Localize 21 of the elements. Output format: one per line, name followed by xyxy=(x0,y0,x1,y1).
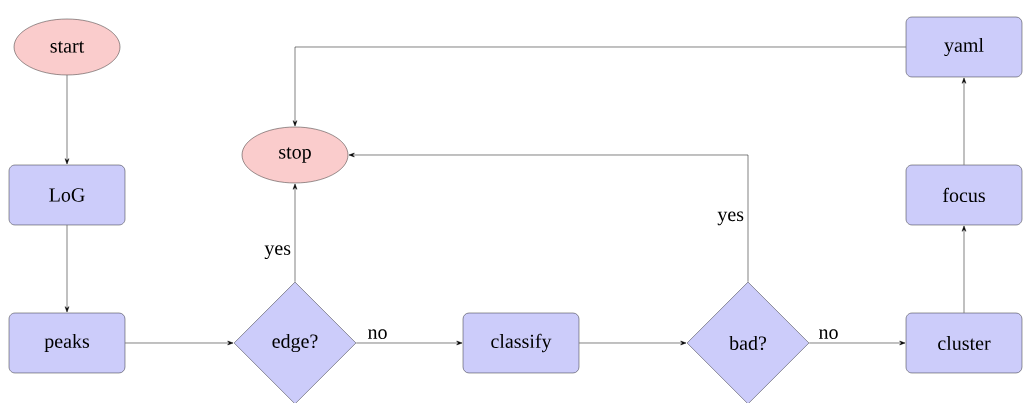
arrow xyxy=(961,77,967,166)
arrow xyxy=(808,340,906,346)
process-box: cluster xyxy=(905,312,1023,374)
edge-label: yes xyxy=(715,209,746,228)
edge-label: yes xyxy=(262,243,293,262)
arrow xyxy=(355,340,463,346)
process-box: focus xyxy=(905,164,1023,226)
arrow xyxy=(961,225,967,314)
arrow xyxy=(292,46,907,127)
arrow xyxy=(578,340,687,346)
process-box: LoG xyxy=(8,164,126,226)
arrow xyxy=(64,74,70,165)
edge-label: no xyxy=(816,327,841,341)
arrow xyxy=(292,183,298,283)
arrow xyxy=(124,340,234,346)
arrow xyxy=(348,152,749,283)
edge-label: no xyxy=(365,327,390,341)
arrow xyxy=(64,224,70,313)
process-box: peaks xyxy=(8,312,126,374)
process-box: yaml xyxy=(905,16,1023,78)
process-box: classify xyxy=(462,312,580,374)
